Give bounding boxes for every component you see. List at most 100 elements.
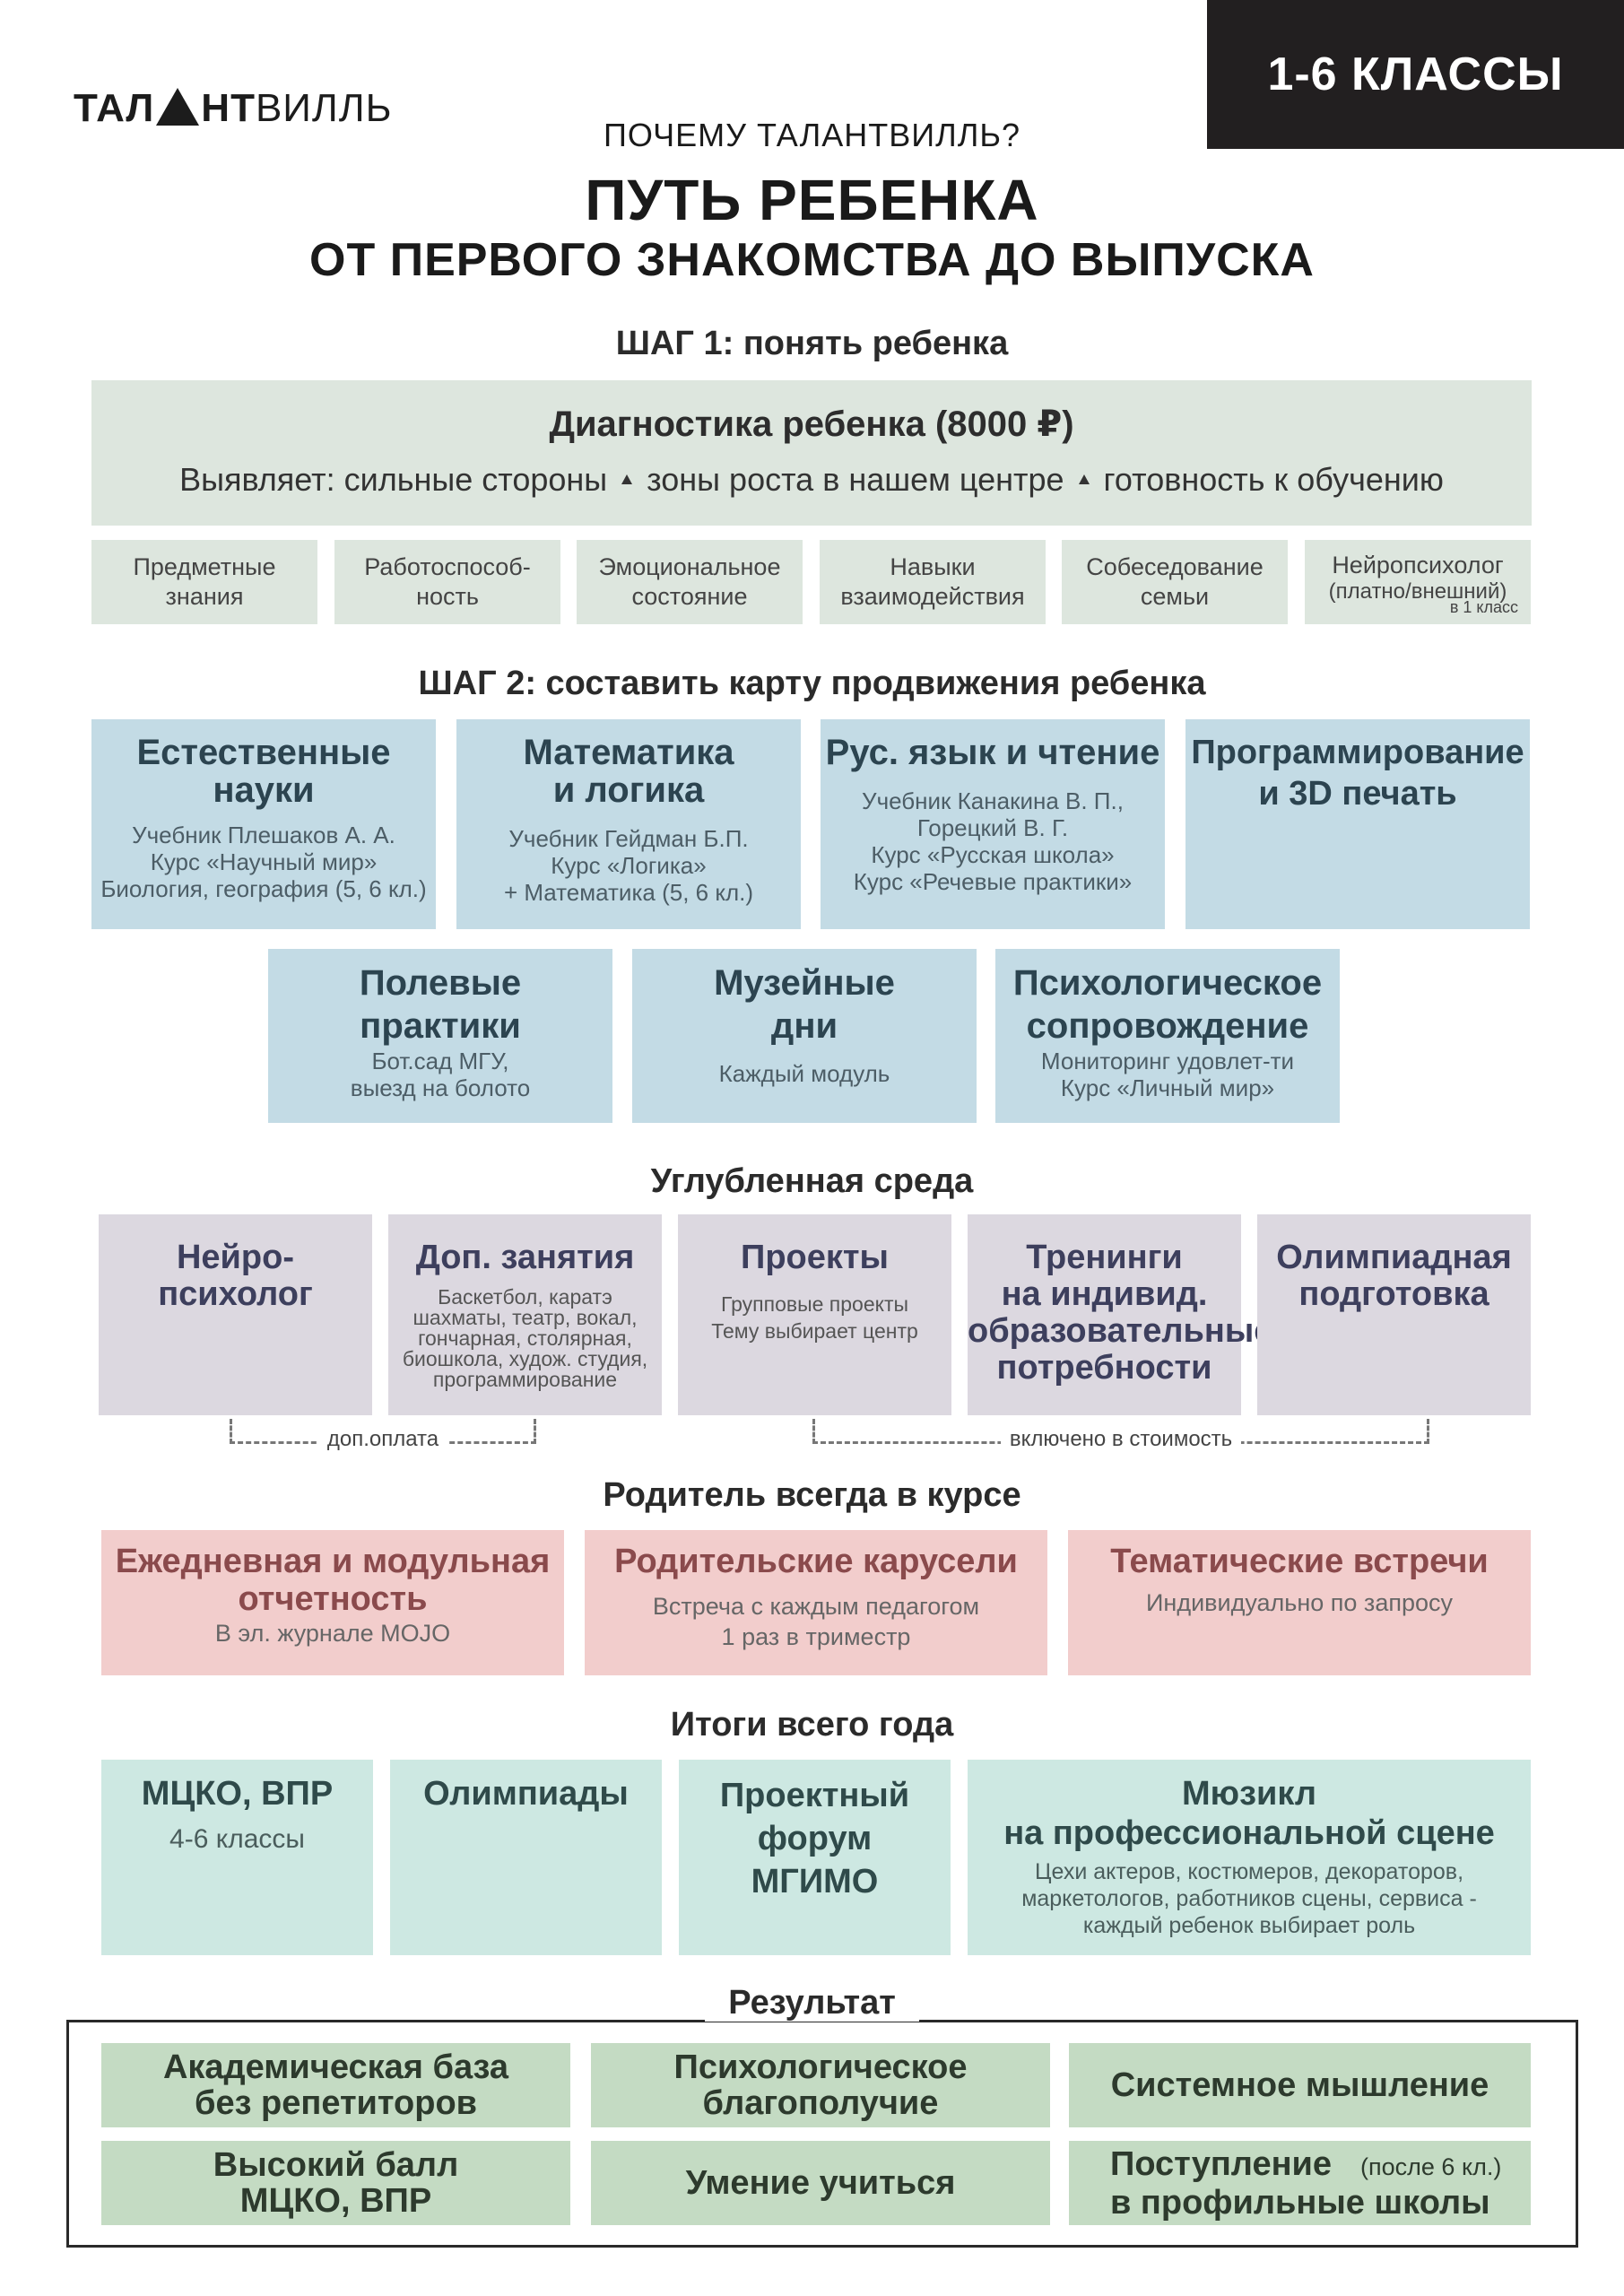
result-line: Психологическое [673, 2048, 968, 2086]
card-title: Программирование [1191, 734, 1524, 771]
card-title: и логика [552, 770, 705, 810]
card-olympiad-prep: Олимпиадная подготовка [1257, 1214, 1531, 1415]
card-title: Математика [523, 733, 734, 772]
diagnostics-title: Диагностика ребенка (8000 ₽) [549, 404, 1074, 444]
card-math-logic: Математика и логика Учебник Гейдман Б.П.… [456, 719, 801, 929]
deep-heading: Углубленная среда [650, 1162, 974, 1200]
card-text: выезд на болото [350, 1074, 531, 1101]
result-systems-thinking: Системное мышление [1069, 2043, 1531, 2127]
card-text: Цехи актеров, костюмеров, декораторов, [1034, 1859, 1464, 1884]
card-title: дни [770, 1006, 838, 1046]
chip-line: Эмоциональное [598, 553, 781, 580]
card-title: Естественные [136, 733, 391, 772]
card-title: образовательные [968, 1312, 1273, 1350]
card-neuropsychologist: Нейро- психолог [99, 1214, 372, 1415]
card-title: потребности [996, 1349, 1212, 1387]
result-line-wrap: Поступление (после 6 кл.) [1110, 2146, 1501, 2185]
result-line: без репетиторов [194, 2084, 478, 2122]
card-text: шахматы, театр, вокал, [413, 1306, 638, 1329]
card-museum-days: Музейные дни Каждый модуль [632, 949, 977, 1123]
chip-subject-knowledge: Предметные знания [91, 540, 317, 624]
result-admission: Поступление (после 6 кл.) в профильные ш… [1069, 2141, 1531, 2225]
diagnostics-box: Диагностика ребенка (8000 ₽) Выявляет: с… [91, 380, 1532, 526]
card-parent-carousels: Родительские карусели Встреча с каждым п… [585, 1530, 1047, 1675]
chip-work-capacity: Работоспособ- ность [334, 540, 560, 624]
triangle-bullet-icon [1078, 474, 1090, 484]
chip-line: семьи [1140, 583, 1210, 610]
card-title: психолог [158, 1275, 313, 1313]
card-text: Каждый модуль [718, 1060, 890, 1087]
result-high-score: Высокий балл МЦКО, ВПР [101, 2141, 570, 2225]
paid-label: доп.оплата [317, 1427, 448, 1451]
card-text: Учебник Канакина В. П., [862, 787, 1124, 814]
card-title: подготовка [1298, 1275, 1489, 1313]
card-russian-reading: Рус. язык и чтение Учебник Канакина В. П… [821, 719, 1165, 929]
result-heading: Результат [705, 1984, 919, 2022]
card-text: биошкола, худож. студия, [402, 1347, 648, 1370]
result-line: МЦКО, ВПР [239, 2182, 432, 2220]
result-learning-skill: Умение учиться [591, 2141, 1050, 2225]
chip-line: Предметные [133, 553, 276, 580]
result-line: Умение учиться [685, 2164, 956, 2202]
parent-heading: Родитель всегда в курсе [603, 1476, 1021, 1514]
logo-triangle-icon [156, 88, 200, 126]
card-title: форум [757, 1820, 873, 1857]
step1-heading: ШАГ 1: понять ребенка [615, 325, 1009, 362]
grade-label: 1-6 КЛАССЫ [1267, 48, 1564, 100]
card-title: сопровождение [1026, 1006, 1309, 1046]
chip-line: ность [416, 583, 479, 610]
card-title: Олимпиадная [1276, 1239, 1512, 1276]
card-projects: Проекты Групповые проекты Тему выбирает … [678, 1214, 951, 1415]
subtitle-why: ПОЧЕМУ ТАЛАНТВИЛЛЬ? [604, 117, 1020, 153]
card-text: Индивидуально по запросу [1146, 1589, 1453, 1616]
card-text: Бот.сад МГУ, [371, 1048, 509, 1074]
grade-badge: 1-6 КЛАССЫ [1207, 0, 1624, 149]
logo-text-part2: НТ [201, 86, 256, 130]
diag-item-strengths: Выявляет: сильные стороны [179, 461, 608, 498]
card-title: МЦКО, ВПР [141, 1775, 334, 1813]
card-title: Проектный [719, 1777, 910, 1814]
card-title: МГИМО [751, 1863, 879, 1900]
card-title: Полевые [359, 963, 522, 1003]
chip-family-interview: Собеседование семьи [1062, 540, 1288, 624]
card-text: Тему выбирает центр [711, 1319, 918, 1343]
result-line: благополучие [702, 2084, 939, 2122]
card-programming-3d: Программирование и 3D печать [1185, 719, 1530, 929]
card-field-practice: Полевые практики Бот.сад МГУ, выезд на б… [268, 949, 612, 1123]
year-heading: Итоги всего года [670, 1706, 954, 1744]
card-title: практики [360, 1006, 521, 1046]
card-title: Музейные [714, 963, 895, 1003]
result-heading-wrap: Результат [0, 1984, 1624, 2022]
page-subtitle: ОТ ПЕРВОГО ЗНАКОМСТВА ДО ВЫПУСКА [309, 234, 1315, 286]
chip-line: (платно/внешний) [1328, 579, 1507, 604]
card-daily-reporting: Ежедневная и модульная отчетность В эл. … [101, 1530, 564, 1675]
card-olympiads: Олимпиады [390, 1760, 662, 1955]
diag-item-readiness: готовность к обучению [1103, 461, 1444, 498]
card-title: на индивид. [1001, 1275, 1208, 1313]
chip-line: Работоспособ- [364, 553, 531, 580]
card-extra-classes: Доп. занятия Баскетбол, каратэ шахматы, … [388, 1214, 662, 1415]
card-text: 4-6 классы [169, 1824, 305, 1854]
chip-note: в 1 класс [1449, 598, 1518, 616]
result-line: Высокий балл [213, 2146, 459, 2184]
logo-text-part1: ТАЛ [74, 86, 155, 130]
chip-line: Собеседование [1086, 553, 1264, 580]
chip-line: Навыки [890, 553, 976, 580]
logo-text-part3: ВИЛЛЬ [255, 86, 393, 130]
card-title: Ежедневная и модульная [115, 1543, 551, 1580]
page-title: ПУТЬ РЕБЕНКА [585, 168, 1039, 232]
card-project-forum: Проектный форум МГИМО [679, 1760, 951, 1955]
included-label: включено в стоимость [1000, 1427, 1242, 1451]
card-title: Мюзикл [1182, 1775, 1316, 1813]
card-title: Проекты [741, 1239, 889, 1276]
chip-line: знания [165, 583, 244, 610]
card-text: Мониторинг удовлет-ти [1040, 1048, 1295, 1074]
chip-line: взаимодействия [840, 583, 1025, 610]
card-text: Встреча с каждым педагогом [652, 1593, 980, 1620]
chip-interaction-skills: Навыки взаимодействия [820, 540, 1046, 624]
card-text: Курс «Личный мир» [1060, 1074, 1275, 1101]
chip-line: Нейропсихолог [1332, 552, 1504, 578]
card-title: отчетность [238, 1580, 428, 1618]
result-note: (после 6 кл.) [1360, 2152, 1502, 2180]
